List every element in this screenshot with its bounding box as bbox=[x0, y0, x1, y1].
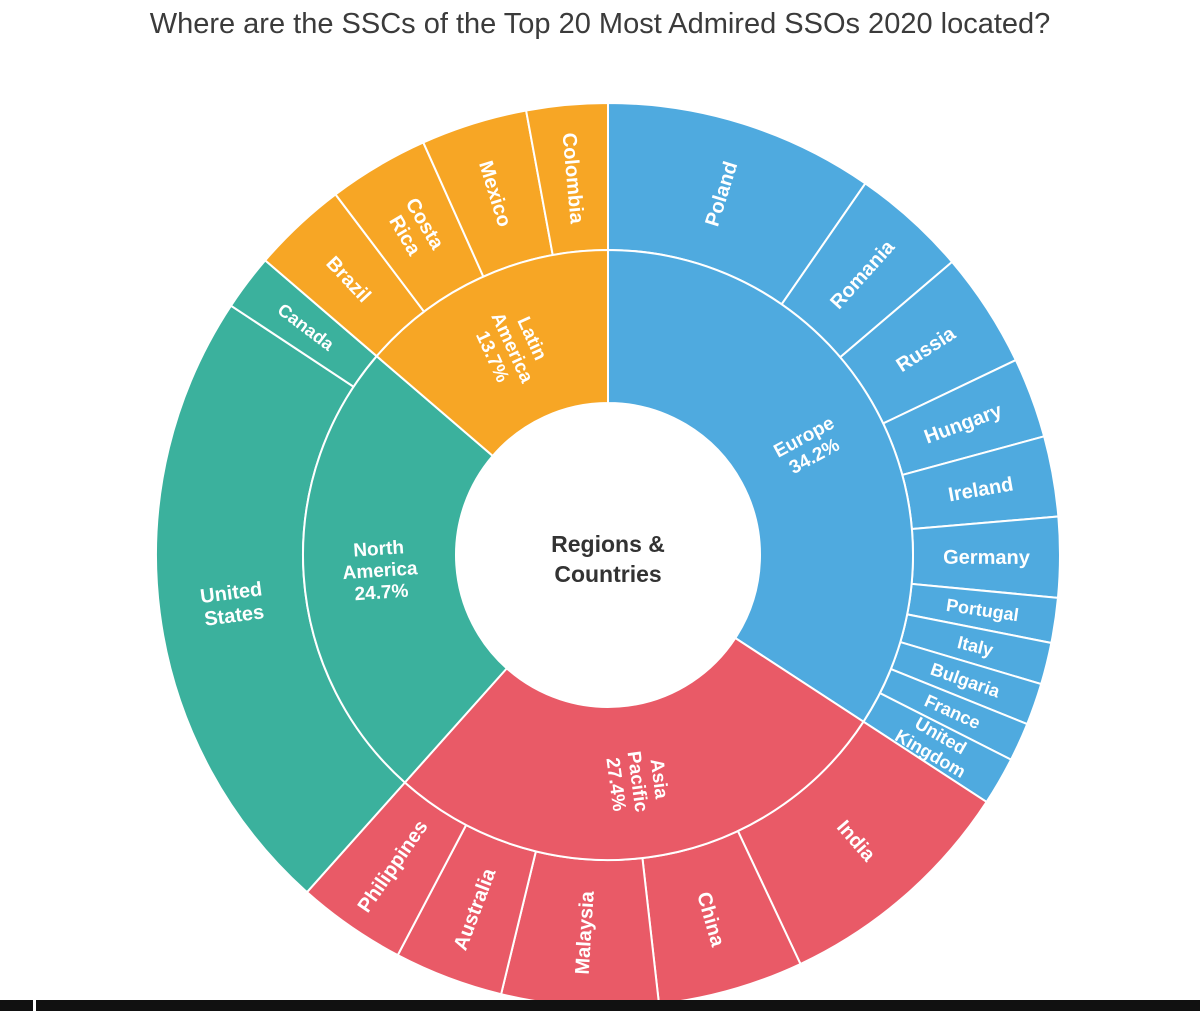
bottom-bar bbox=[0, 1000, 1200, 1011]
center-label-group: Regions & Countries bbox=[456, 403, 760, 707]
country-label-united-states: UnitedStates bbox=[199, 578, 266, 631]
region-label-north-america: NorthAmerica24.7% bbox=[341, 536, 421, 605]
country-label-germany: Germany bbox=[943, 547, 1031, 569]
country-label-malaysia: Malaysia bbox=[572, 890, 599, 975]
bottom-bar-notch bbox=[33, 1000, 36, 1011]
center-label-line-2: Countries bbox=[554, 561, 661, 587]
chart-title: Where are the SSCs of the Top 20 Most Ad… bbox=[149, 8, 1051, 40]
center-hole bbox=[456, 403, 760, 707]
inner-ring-regions: Europe34.2%AsiaPacific27.4%NorthAmerica2… bbox=[302, 248, 914, 861]
center-label-line-1: Regions & bbox=[551, 531, 665, 557]
region-label-latin-america: LatinAmerica13.7% bbox=[467, 300, 557, 395]
outer-ring-countries: PolandRomaniaRussiaHungaryIrelandGermany… bbox=[155, 101, 1061, 1008]
